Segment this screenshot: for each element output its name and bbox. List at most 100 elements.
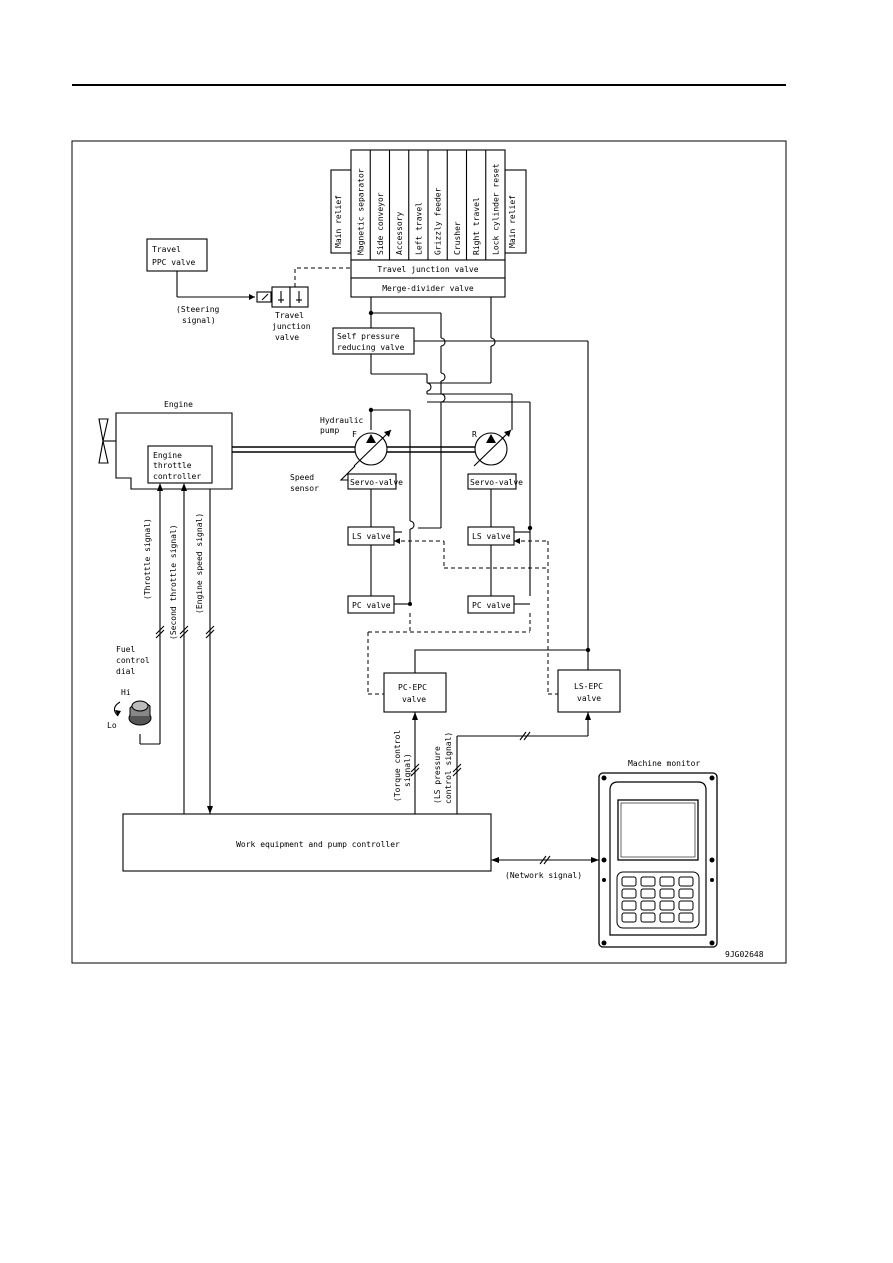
monitor-key[interactable] <box>659 876 675 887</box>
fuel-control-label-2: control <box>116 656 150 665</box>
servo-valve-r-box <box>467 473 517 490</box>
monitor-key[interactable] <box>640 912 656 923</box>
pump-controller-box <box>122 813 492 872</box>
self-pressure-label-2: reducing valve <box>337 343 405 352</box>
etc-label-3: controller <box>153 472 201 481</box>
figure-code: 9JG02648 <box>725 950 764 959</box>
valve-column-label: Magnetic separator <box>357 168 366 255</box>
monitor-key[interactable] <box>640 900 656 911</box>
monitor-key[interactable] <box>621 912 637 923</box>
diagram-frame <box>71 140 787 964</box>
tjv-label-1: Travel <box>275 311 304 320</box>
servo-valve-r-label: Servo-valve <box>470 478 523 487</box>
merge-divider-valve-label: Merge-divider valve <box>382 284 474 293</box>
pilot-line-junction <box>294 267 351 287</box>
travel-ppc-valve-box <box>146 238 208 272</box>
fuel-dial-lo-label: Lo <box>107 721 117 730</box>
ls-epc-valve-box <box>557 669 621 713</box>
monitor-key[interactable] <box>678 900 694 911</box>
fan-icon <box>98 418 109 442</box>
pc-epc-label-1: PC-EPC <box>398 683 427 692</box>
main-relief-right-label: Main relief <box>508 195 517 248</box>
steering-signal-label-2: signal) <box>182 316 216 325</box>
ls-pressure-label-2: control signal) <box>444 732 453 804</box>
keypad-frame <box>616 871 700 929</box>
monitor-key[interactable] <box>621 888 637 899</box>
valve-column-label: Crusher <box>453 221 462 255</box>
ls-epc-label-1: LS-EPC <box>574 682 603 691</box>
servo-valve-f-label: Servo-valve <box>350 478 403 487</box>
monitor-key[interactable] <box>621 900 637 911</box>
speed-sensor-label-2: sensor <box>290 484 319 493</box>
torque-control-label-2: signal) <box>403 753 412 787</box>
pc-valve-r-label: PC valve <box>472 601 511 610</box>
monitor-key[interactable] <box>659 900 675 911</box>
travel-junction-valve-label: Travel junction valve <box>377 265 478 274</box>
travel-ppc-label-2: PPC valve <box>152 258 196 267</box>
main-relief-left-label: Main relief <box>334 195 343 248</box>
monitor-key[interactable] <box>640 876 656 887</box>
monitor-key[interactable] <box>621 876 637 887</box>
pump-f-label: F <box>352 430 357 439</box>
engine-label: Engine <box>164 400 193 409</box>
ls-valve-r-box <box>467 526 515 546</box>
ls-pressure-label-1: (LS pressure <box>433 746 442 804</box>
main-valve-block: Magnetic separator Side conveyor Accessory… <box>330 149 527 298</box>
engine-speed-signal-label: (Engine speed signal) <box>195 513 204 614</box>
network-signal-label: (Network signal) <box>505 871 582 880</box>
monitor-key[interactable] <box>659 912 675 923</box>
valve-column-label: Lock cylinder reset <box>491 163 500 255</box>
pc-valve-f-label: PC valve <box>352 601 391 610</box>
fuel-dial-hi-label: Hi <box>121 688 131 697</box>
machine-monitor-label: Machine monitor <box>628 759 700 768</box>
monitor-key[interactable] <box>659 888 675 899</box>
travel-ppc-label-1: Travel <box>152 245 181 254</box>
signal-lines <box>139 483 599 865</box>
machine-monitor-device <box>598 772 718 948</box>
ls-valve-r-label: LS valve <box>472 532 511 541</box>
travel-junction-valve-symbol <box>256 286 309 308</box>
servo-valve-f-box <box>347 473 397 490</box>
pump-r-symbol <box>473 429 512 467</box>
fuel-control-label-3: dial <box>116 667 135 676</box>
valve-column-label: Side conveyor <box>376 192 385 255</box>
pilot-dashed-lines <box>367 541 558 695</box>
ls-epc-label-2: valve <box>577 694 601 703</box>
valve-column-label: Right travel <box>472 197 481 255</box>
etc-label-1: Engine <box>153 451 182 460</box>
tjv-label-2: junction <box>272 322 311 331</box>
pump-f-symbol <box>339 429 392 481</box>
torque-control-label-1: (Torque control <box>393 730 402 802</box>
self-pressure-label-1: Self pressure <box>337 332 400 341</box>
fuel-control-dial-icon[interactable] <box>113 700 152 726</box>
second-throttle-signal-label: (Second throttle signal) <box>169 524 178 640</box>
merge-divider-valve-box <box>350 277 506 298</box>
monitor-key[interactable] <box>678 912 694 923</box>
monitor-screen <box>617 799 699 861</box>
monitor-key[interactable] <box>678 888 694 899</box>
speed-sensor-label-1: Speed <box>290 473 314 482</box>
pump-r-label: R <box>472 430 477 439</box>
self-pressure-reducing-valve-box <box>332 327 415 355</box>
valve-side-lines <box>394 531 548 606</box>
monitor-keypad <box>616 871 700 929</box>
ls-valve-f-box <box>347 526 395 546</box>
valve-column-label: Grizzly feeder <box>434 187 443 255</box>
valve-column-label: Accessory <box>395 211 404 255</box>
monitor-key[interactable] <box>678 876 694 887</box>
hydraulic-pump-label-1: Hydraulic <box>320 416 364 425</box>
steering-signal-label-1: (Steering <box>176 305 220 314</box>
etc-label-2: throttle <box>153 461 192 470</box>
epc-supply-line <box>414 649 588 673</box>
pc-epc-label-2: valve <box>402 695 426 704</box>
pump-controller-label: Work equipment and pump controller <box>236 840 400 849</box>
fuel-control-label-1: Fuel <box>116 645 135 654</box>
engine-block <box>98 412 233 490</box>
hydraulic-pump-label-2: pump <box>320 426 339 435</box>
monitor-key[interactable] <box>640 888 656 899</box>
throttle-signal-label: (Throttle signal) <box>143 518 152 600</box>
ls-valve-f-label: LS valve <box>352 532 391 541</box>
pc-epc-valve-box <box>383 672 447 713</box>
valve-column-label: Left travel <box>414 202 423 255</box>
